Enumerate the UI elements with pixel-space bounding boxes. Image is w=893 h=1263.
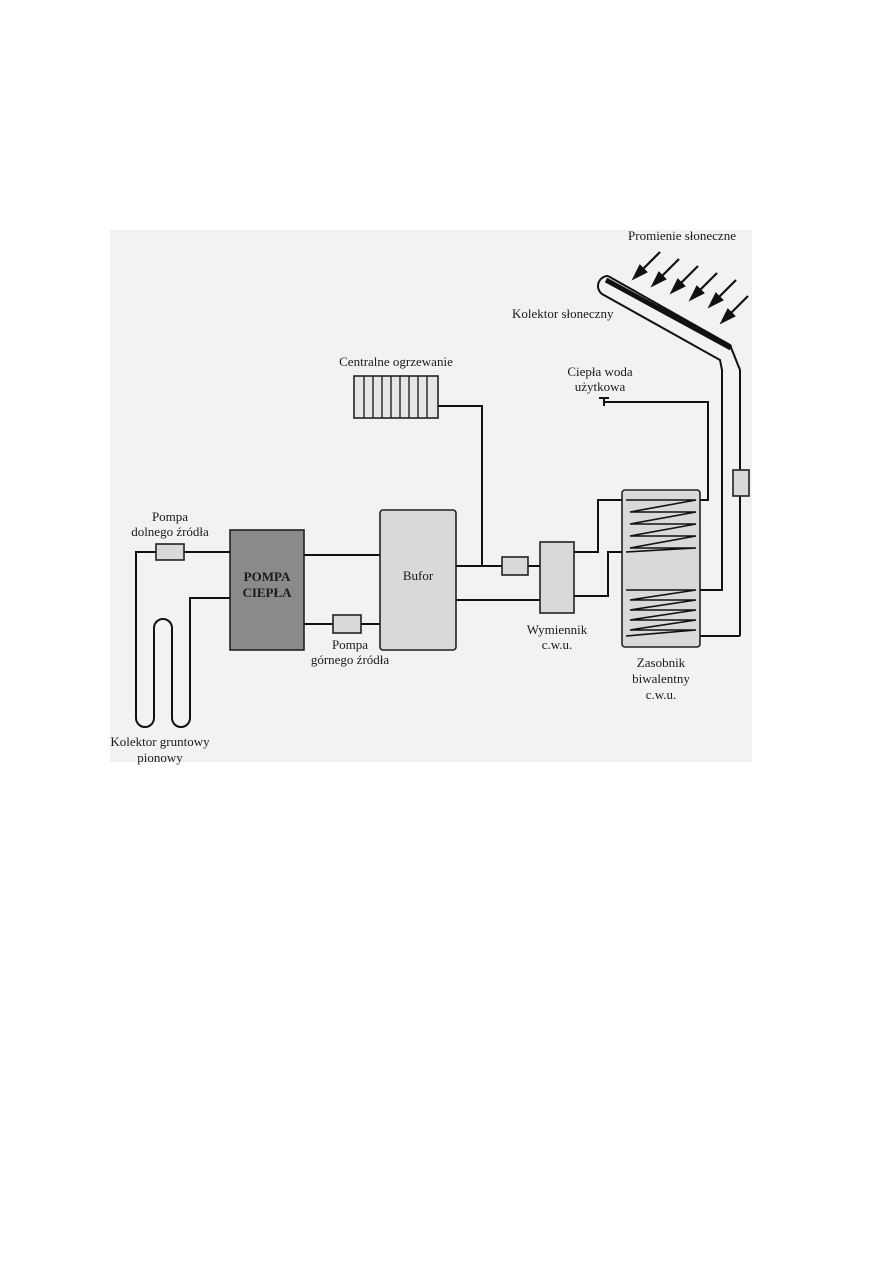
hot-water-label-line1: Ciepła woda (567, 364, 633, 379)
heat-pump-unit (229, 529, 305, 651)
ground-collector (135, 551, 230, 728)
exchanger-label-line1: Wymiennik (527, 622, 588, 637)
tank-label-line3: c.w.u. (646, 687, 677, 702)
heat-pump-label-line2: CIEPŁA (242, 585, 292, 600)
buffer-tank (379, 509, 457, 651)
exchanger-label-line2: c.w.u. (542, 637, 573, 652)
lower-pump-label-line1: Pompa (152, 509, 188, 524)
solar-collector (597, 275, 741, 636)
hot-water-tap-icon (599, 397, 709, 501)
solar-circuit-pump (732, 469, 750, 497)
radiator-icon (353, 375, 439, 419)
tank-label-line2: biwalentny (632, 671, 690, 686)
buffer-label: Bufor (403, 568, 434, 583)
upper-pump-label-line1: Pompa (332, 637, 368, 652)
ground-collector-label-line2: pionowy (137, 750, 183, 765)
tank-lower-coil (625, 589, 697, 637)
sun-rays-label: Promienie słoneczne (628, 228, 736, 243)
hot-water-label-line2: użytkowa (575, 379, 626, 394)
dhw-heat-exchanger (539, 541, 575, 614)
solar-collector-label: Kolektor słoneczny (512, 306, 614, 321)
central-heating-label: Centralne ogrzewanie (339, 354, 453, 369)
upper-pump-label-line2: górnego źródła (311, 652, 390, 667)
lower-pump-label-line2: dolnego źródła (131, 524, 209, 539)
sun-rays-icon (631, 251, 749, 325)
ground-collector-label-line1: Kolektor gruntowy (110, 734, 210, 749)
tank-upper-coil (625, 499, 697, 553)
heat-pump-label-line1: POMPA (244, 569, 291, 584)
tank-label-line1: Zasobnik (637, 655, 686, 670)
exchanger-pump (501, 556, 529, 576)
upper-source-pump (332, 614, 362, 634)
lower-source-pump (155, 543, 185, 561)
